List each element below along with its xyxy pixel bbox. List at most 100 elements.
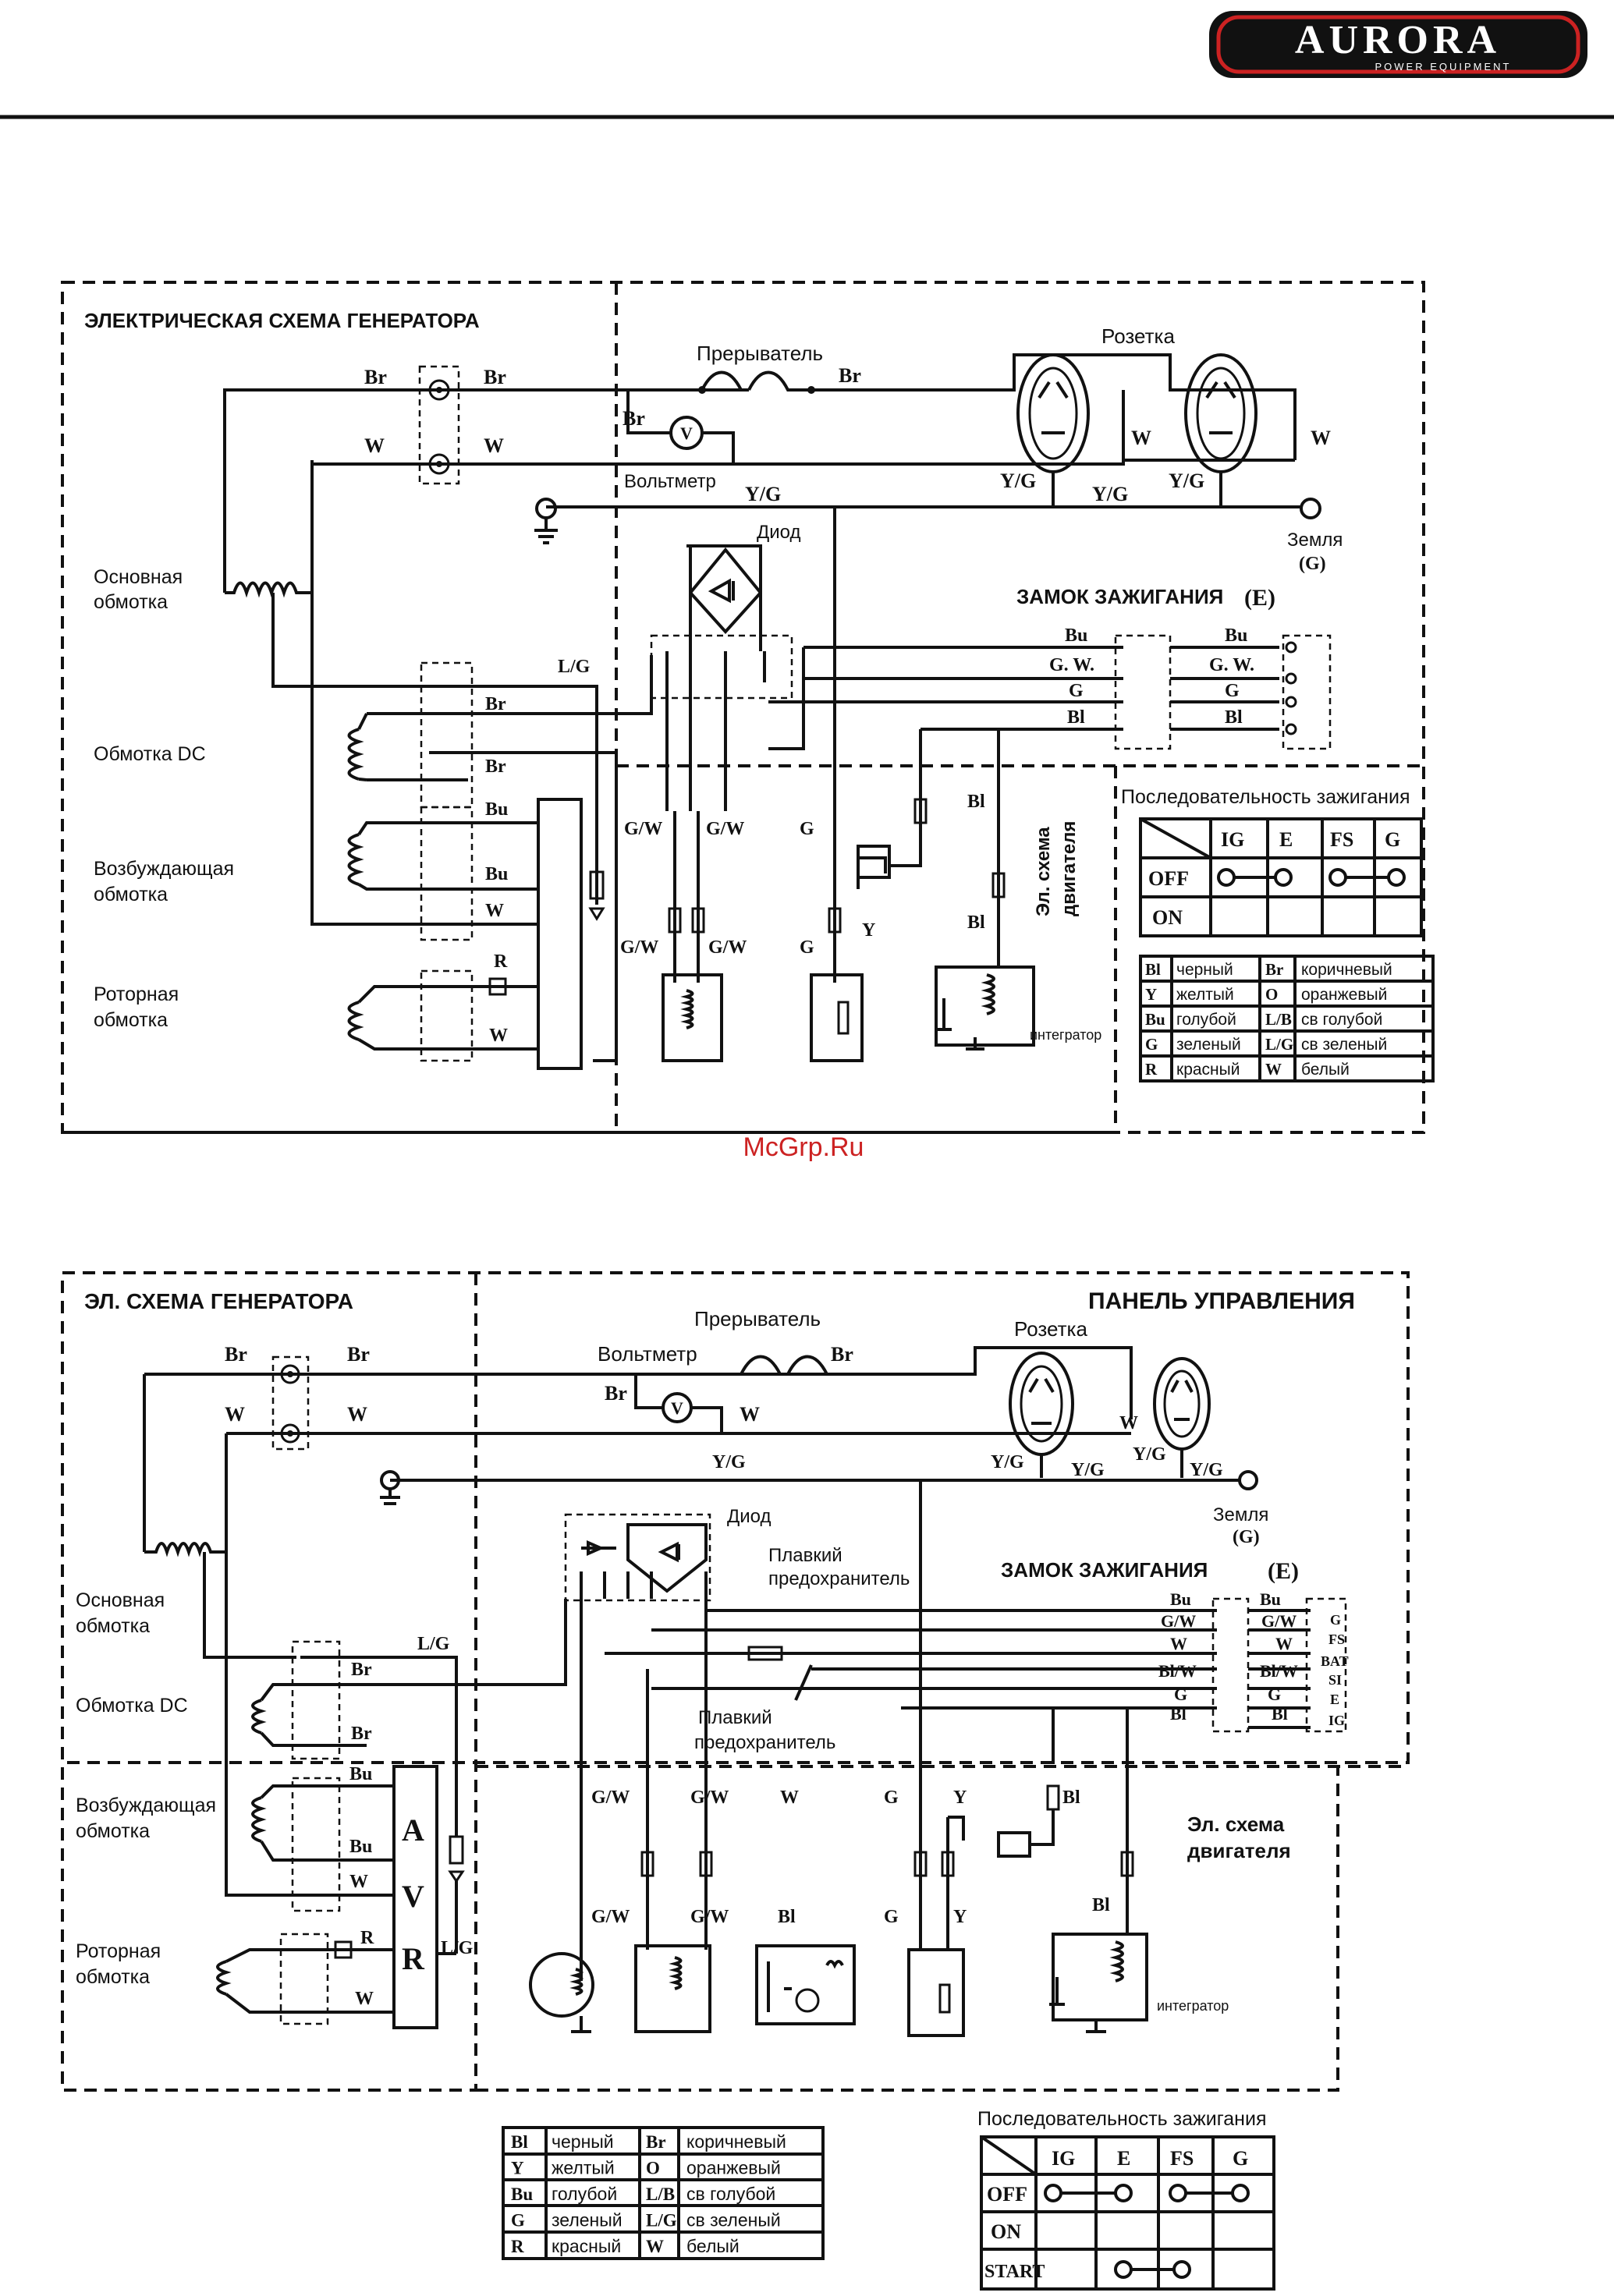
svg-text:G/W: G/W — [620, 937, 658, 958]
svg-text:G: G — [1385, 828, 1400, 851]
svg-text:W: W — [1275, 1634, 1293, 1653]
ground-label-2: Земля — [1213, 1504, 1268, 1525]
socket-1-icon — [1016, 353, 1090, 473]
svg-text:G/W: G/W — [706, 819, 744, 839]
svg-text:Плавкий: Плавкий — [768, 1545, 842, 1566]
socket-2-icon — [1184, 353, 1258, 473]
socket-3-icon — [1009, 1352, 1074, 1456]
svg-text:Последовательность зажигания: Последовательность зажигания — [1121, 786, 1410, 808]
ignition-sequence-table-2: IG E FS G OFF ON START — [980, 2135, 1275, 2291]
legend-cell: черный — [552, 2131, 614, 2152]
svg-text:обмотка: обмотка — [94, 1009, 168, 1031]
svg-text:двигателя: двигателя — [1187, 1839, 1291, 1862]
svg-text:Bu: Bu — [349, 1837, 372, 1857]
ignition-lock-label-2: ЗАМОК ЗАЖИГАНИЯ — [1001, 1558, 1208, 1582]
svg-text:обмотка: обмотка — [76, 1820, 150, 1842]
svg-text:W: W — [225, 1403, 245, 1426]
svg-text:Bu: Bu — [485, 799, 508, 820]
svg-text:Br: Br — [351, 1724, 372, 1744]
svg-text:G/W: G/W — [591, 1907, 630, 1927]
svg-text:G: G — [800, 937, 814, 958]
svg-text:G/W: G/W — [624, 819, 662, 839]
svg-text:G/W: G/W — [591, 1788, 630, 1808]
svg-text:обмотка: обмотка — [94, 884, 168, 905]
svg-text:(G): (G) — [1233, 1527, 1260, 1547]
legend-cell: голубой — [1176, 1011, 1236, 1029]
ignition-coil-2-icon — [1052, 1933, 1148, 2021]
svg-text:Эл. схема: Эл. схема — [1033, 827, 1054, 916]
diagram-1: ЭЛЕКТРИЧЕСКАЯ СХЕМА ГЕНЕРАТОРА Прерывате… — [61, 281, 1435, 1134]
svg-text:L/G: L/G — [417, 1634, 450, 1654]
svg-text:IG: IG — [1328, 1713, 1345, 1728]
aurora-logo: AURORA POWER EQUIPMENT — [1209, 11, 1587, 78]
svg-text:Bl/W: Bl/W — [1260, 1661, 1298, 1681]
legend-cell: Y — [1145, 985, 1157, 1004]
starter-motor-icon — [529, 1952, 594, 2018]
svg-text:Y/G: Y/G — [1169, 469, 1204, 492]
voltmeter-label-2: Вольтметр — [598, 1342, 697, 1366]
svg-text:Bl: Bl — [1272, 1704, 1288, 1724]
svg-text:R: R — [494, 951, 508, 972]
legend-cell: желтый — [1176, 986, 1234, 1004]
svg-text:G/W: G/W — [1161, 1611, 1196, 1631]
svg-text:двигателя: двигателя — [1059, 821, 1080, 916]
legend-cell: Y — [511, 2159, 524, 2178]
legend-cell: голубой — [552, 2184, 617, 2204]
svg-text:Y/G: Y/G — [1092, 483, 1128, 505]
svg-text:предохранитель: предохранитель — [768, 1568, 910, 1589]
svg-text:G/W: G/W — [690, 1907, 729, 1927]
svg-text:Bl: Bl — [1062, 1788, 1080, 1808]
ignition-lock-label: ЗАМОК ЗАЖИГАНИЯ — [1016, 585, 1223, 608]
svg-text:Роторная: Роторная — [76, 1940, 161, 1962]
svg-text:V: V — [671, 1398, 683, 1418]
diagram-2: ЭЛ. СХЕМА ГЕНЕРАТОРА ПАНЕЛЬ УПРАВЛЕНИЯ B… — [61, 1271, 1410, 2291]
svg-text:W: W — [484, 434, 504, 457]
voltmeter-label: Вольтметр — [624, 471, 716, 492]
svg-text:E: E — [1279, 828, 1293, 851]
legend-cell: W — [646, 2237, 664, 2256]
socket-label: Розетка — [1101, 324, 1175, 348]
diagram-1-title: ЭЛЕКТРИЧЕСКАЯ СХЕМА ГЕНЕРАТОРА — [84, 309, 480, 332]
svg-text:Возбуждающая: Возбуждающая — [94, 858, 234, 880]
legend-cell: св голубой — [686, 2184, 775, 2204]
socket-4-icon — [1153, 1357, 1211, 1451]
legend-cell: Bl — [1145, 960, 1161, 979]
svg-text:Br: Br — [347, 1343, 370, 1366]
svg-text:Br: Br — [485, 694, 506, 714]
svg-text:Bl: Bl — [1170, 1704, 1187, 1724]
svg-text:Y/G: Y/G — [991, 1452, 1024, 1472]
svg-text:Обмотка DC: Обмотка DC — [94, 743, 206, 765]
svg-text:Bl/W: Bl/W — [1158, 1661, 1197, 1681]
charging-coil-2-icon — [634, 1944, 711, 2033]
legend-cell: оранжевый — [1301, 986, 1387, 1004]
svg-text:Y: Y — [862, 920, 875, 941]
svg-text:W: W — [1131, 427, 1151, 449]
logo-text: AURORA — [1295, 18, 1501, 62]
legend-cell: Bu — [1145, 1010, 1165, 1029]
svg-text:W: W — [1170, 1634, 1187, 1653]
avr-box-2 — [392, 1765, 438, 2029]
legend-cell: R — [1145, 1060, 1158, 1079]
legend-cell: O — [1265, 985, 1278, 1004]
svg-text:Y/G: Y/G — [1133, 1444, 1166, 1465]
svg-text:OFF: OFF — [987, 2183, 1027, 2206]
legend-cell: зеленый — [1176, 1036, 1241, 1054]
svg-text:G. W.: G. W. — [1049, 655, 1094, 675]
svg-text:W: W — [740, 1403, 760, 1426]
starter-relay-icon — [755, 1944, 856, 2025]
svg-text:L/G: L/G — [441, 1938, 474, 1958]
svg-text:Bl: Bl — [1067, 707, 1085, 728]
svg-text:Y: Y — [953, 1907, 967, 1927]
svg-text:Br: Br — [484, 366, 506, 388]
svg-text:(G): (G) — [1299, 554, 1326, 574]
ground-label: Земля — [1287, 530, 1343, 551]
legend-cell: G — [511, 2211, 525, 2230]
svg-text:ON: ON — [991, 2220, 1021, 2243]
svg-text:W: W — [780, 1788, 799, 1808]
svg-text:Bu: Bu — [485, 864, 508, 884]
breaker-label-2: Прерыватель — [694, 1307, 821, 1330]
avr-box-1 — [537, 798, 583, 1070]
svg-text:предохранитель: предохранитель — [694, 1732, 835, 1753]
